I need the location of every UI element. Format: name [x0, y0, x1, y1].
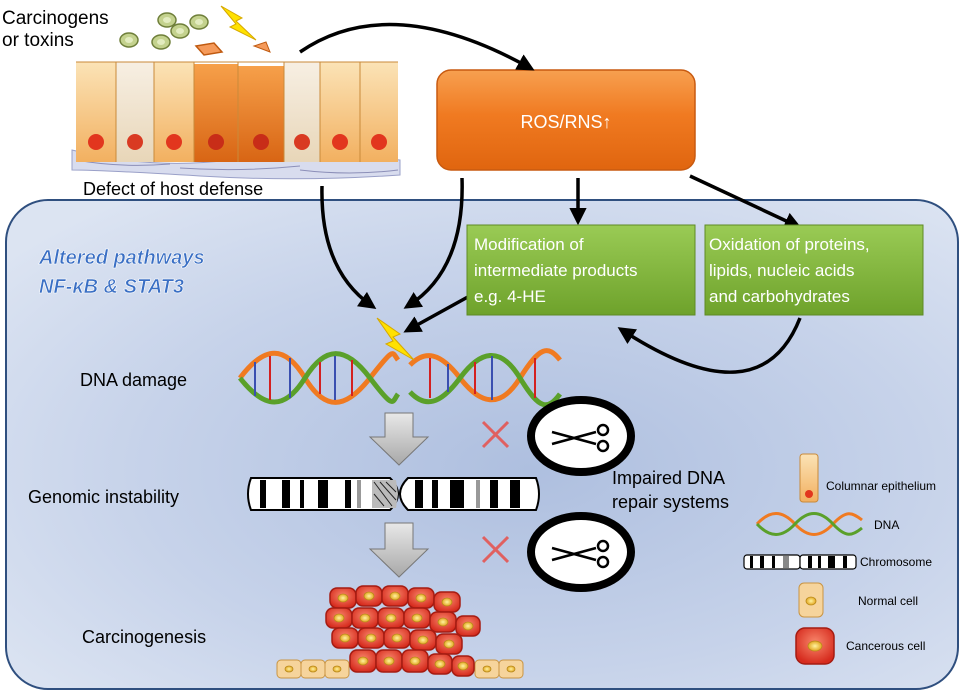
dna-helix	[238, 348, 562, 408]
scissors-icon-1	[527, 396, 635, 476]
cross-icon-2	[481, 535, 510, 564]
oxidation-line3: and carbohydrates	[709, 287, 850, 306]
modification-line1: Modification of	[474, 235, 584, 254]
down-arrow-2	[368, 522, 430, 578]
lightning-icon	[220, 5, 257, 41]
pathway-panel	[5, 199, 959, 690]
legend-normal-label: Normal cell	[858, 594, 918, 608]
legend-cancerous-cell-icon	[795, 627, 835, 665]
legend-cancerous-label: Cancerous cell	[846, 639, 925, 653]
oxidation-box	[704, 224, 924, 316]
tumor-mass	[276, 585, 524, 679]
modification-line2: intermediate products	[474, 261, 637, 280]
carcinogenesis-label: Carcinogenesis	[82, 627, 206, 647]
host-defense-label: Defect of host defense	[83, 179, 263, 199]
carcinogens-label-line1: Carcinogens	[2, 8, 109, 29]
legend-chromosome-icon	[743, 554, 857, 570]
scissors-icon-2	[527, 512, 635, 592]
genomic-instability-label: Genomic instability	[28, 487, 179, 507]
modification-box	[466, 224, 696, 316]
ros-box	[436, 69, 696, 171]
ros-label: ROS/RNS↑	[520, 112, 611, 132]
modification-line3: e.g. 4-HE	[474, 287, 546, 306]
carcinogen-particles	[119, 12, 271, 56]
oxidation-line2: lipids, nucleic acids	[709, 261, 855, 280]
pathways-line2: NF-κB & STAT3	[39, 276, 184, 298]
pathways-line1: Altered pathways	[38, 247, 205, 269]
legend-normal-cell-icon	[798, 582, 824, 618]
oxidation-line1: Oxidation of proteins,	[709, 235, 870, 254]
down-arrow-1	[368, 412, 430, 466]
legend-columnar-icon	[799, 453, 819, 503]
legend-chromosome-label: Chromosome	[860, 555, 932, 569]
legend-dna-label: DNA	[874, 518, 899, 532]
legend-dna-icon	[755, 512, 863, 536]
repair-line1: Impaired DNA	[612, 468, 725, 488]
legend-columnar-label: Columnar epithelium	[826, 479, 936, 493]
epithelium-strip	[71, 61, 401, 180]
repair-line2: repair systems	[612, 492, 729, 512]
dna-damage-lightning-icon	[376, 317, 415, 361]
chromosome	[247, 477, 540, 511]
dna-damage-label: DNA damage	[80, 370, 187, 390]
flow-arrows	[299, 22, 802, 374]
carcinogens-label-line2: or toxins	[2, 30, 74, 51]
legend: Columnar epithelium DNA Chromosome Norma…	[743, 453, 936, 665]
cross-icon-1	[481, 420, 510, 449]
